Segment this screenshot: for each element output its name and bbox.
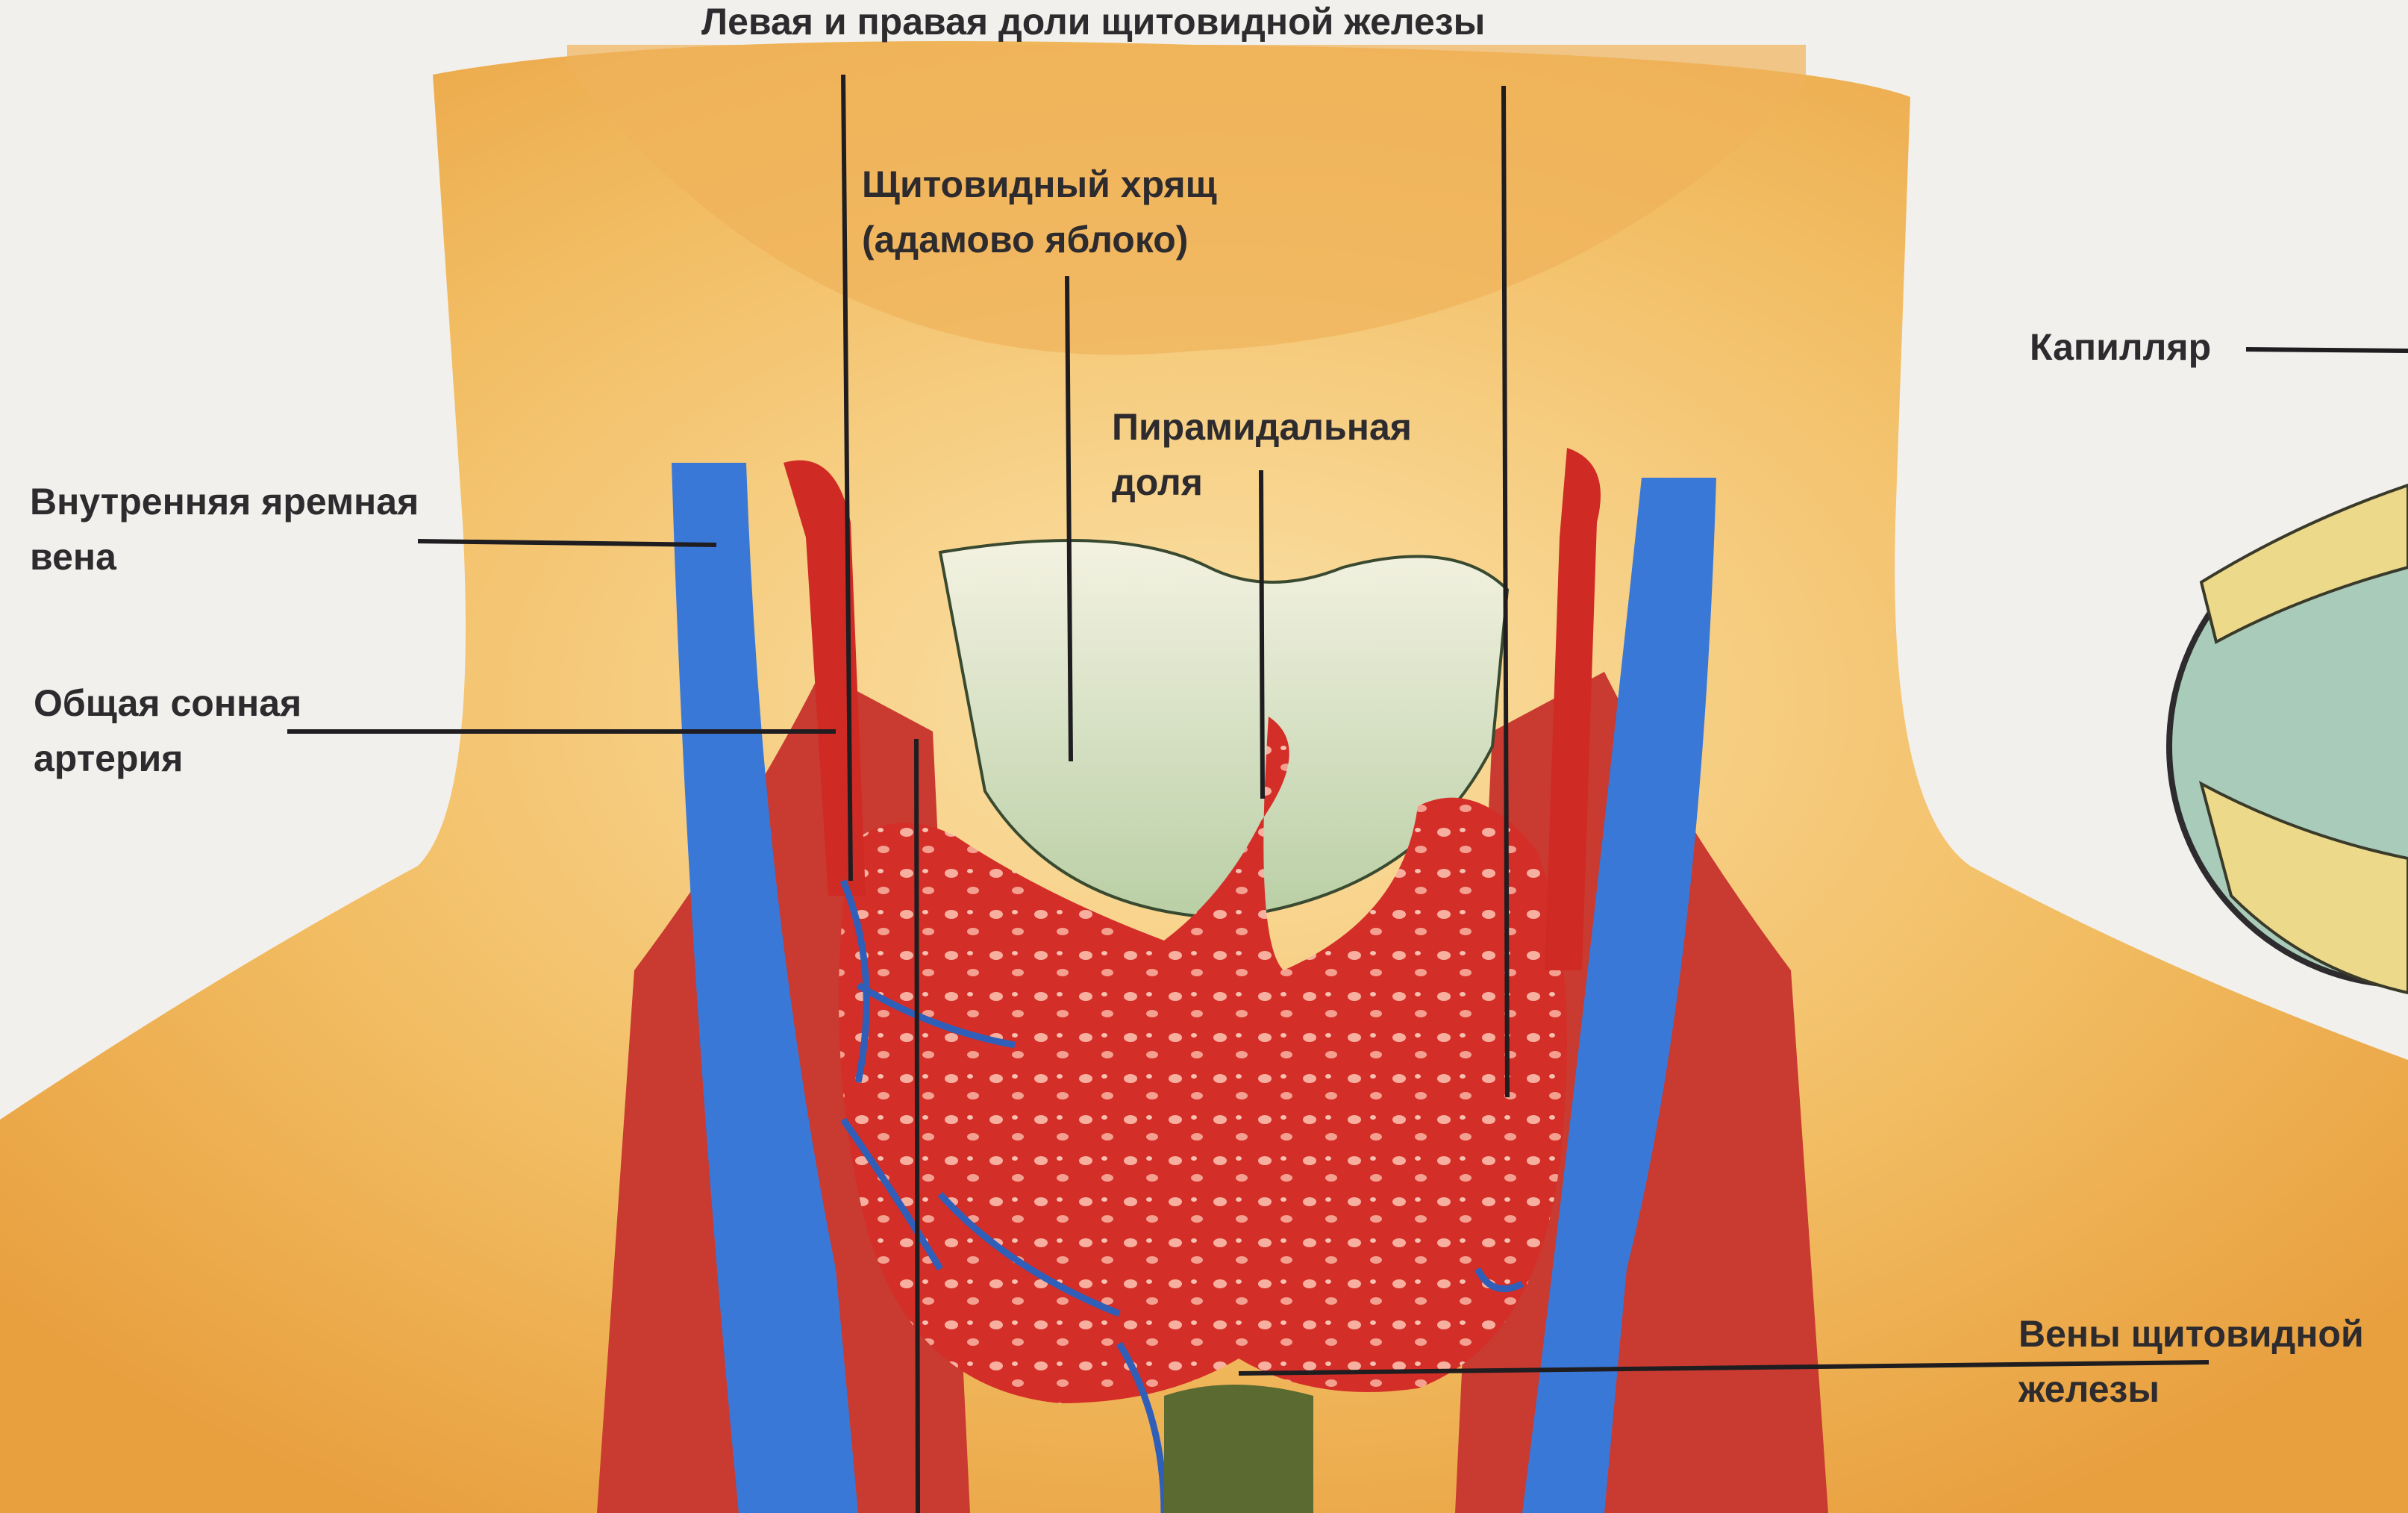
thyroid-veins [839,879,1524,1513]
label-common-carotid-artery-line2: артерия [34,737,184,779]
thyroid-cartilage [938,539,1510,920]
trachea [1164,1385,1313,1513]
label-common-carotid-artery-line1: Общая сонная [34,682,302,724]
label-internal-jugular-vein: Внутренняя яремная вена [30,474,419,584]
label-thyroid-cartilage-line2: (адамово яблоко) [862,219,1189,261]
right-carotid-artery [1545,448,1601,970]
label-pyramidal-lobe-line2: доля [1112,461,1203,503]
tissue-magnifier-inset [2166,483,2408,995]
label-internal-jugular-vein-line1: Внутренняя яремная [30,481,419,522]
left-carotid-artery [784,460,866,896]
label-pyramidal-lobe-line1: Пирамидальная [1112,406,1412,448]
label-pyramidal-lobe: Пирамидальная доля [1112,399,1412,510]
label-thyroid-veins: Вены щитовидной железы [2018,1306,2364,1417]
jaw-shadow [567,45,1806,355]
label-common-carotid-artery: Общая сонная артерия [34,676,301,786]
label-thyroid-lobes: Левая и правая доли щитовидной железы [701,1,1486,43]
label-internal-jugular-vein-line2: вена [30,536,116,578]
right-jugular-vein [1522,478,1716,1513]
label-thyroid-veins-line2: железы [2018,1368,2160,1410]
thyroid-gland [839,717,1567,1403]
left-jugular-vein [672,463,858,1513]
label-thyroid-cartilage: Щитовидный хрящ (адамово яблоко) [862,157,1217,267]
leader-lines [287,74,2408,1513]
label-thyroid-cartilage-line1: Щитовидный хрящ [862,163,1217,205]
label-thyroid-veins-line1: Вены щитовидной [2018,1313,2364,1355]
label-capillary: Капилляр [2030,326,2212,368]
